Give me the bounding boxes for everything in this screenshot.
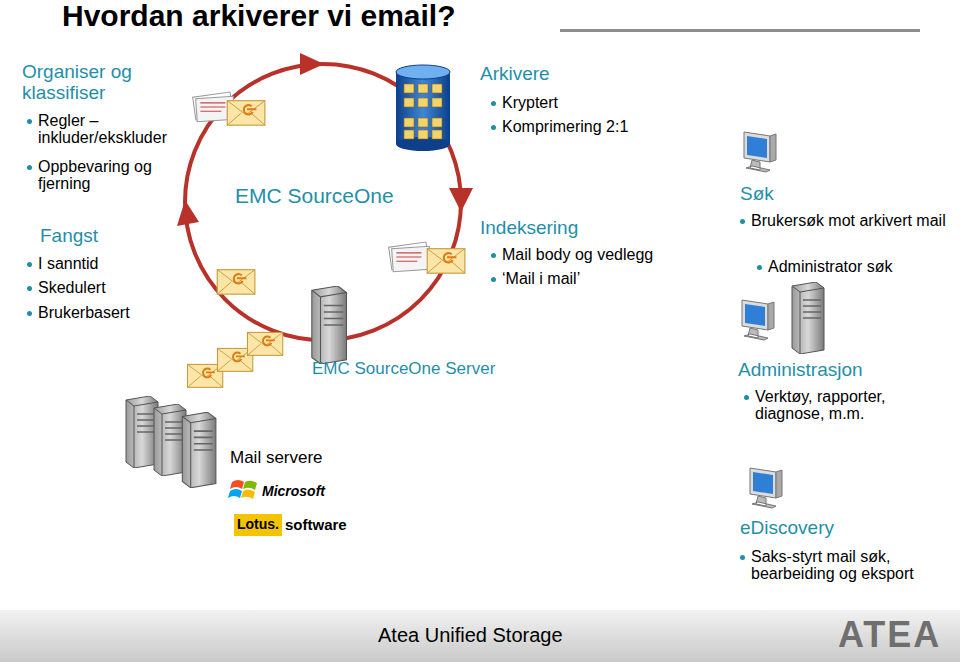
bullet-dot bbox=[491, 101, 496, 106]
bullet-text: Mail body og vedlegg bbox=[490, 246, 653, 263]
label: Microsoft bbox=[262, 484, 325, 499]
bullet-text: Administrator søk bbox=[756, 258, 892, 275]
bullet-text: Skedulert bbox=[26, 279, 106, 296]
bullet-dot bbox=[491, 277, 496, 282]
bullet-dot bbox=[27, 119, 32, 124]
title: Hvordan arkiverer vi email? bbox=[62, 0, 456, 32]
node-title: EMC SourceOne bbox=[235, 185, 394, 208]
section-heading: Søk bbox=[740, 184, 774, 205]
bullet-dot bbox=[27, 262, 32, 267]
section-heading: Fangst bbox=[40, 226, 98, 247]
bullet-dot bbox=[491, 125, 496, 130]
database-icon bbox=[396, 65, 450, 151]
cycle-circle: EMC SourceOne bbox=[185, 64, 461, 340]
section-heading: Indeksering bbox=[480, 218, 578, 239]
microsoft-flag bbox=[228, 480, 257, 499]
bullet-dot bbox=[740, 555, 745, 560]
section-heading: EMC SourceOne Server bbox=[312, 360, 495, 378]
footer-band: Atea Unified Storage ATEA bbox=[0, 610, 960, 662]
bullet-text: Brukerbasert bbox=[26, 304, 130, 321]
bullet-dot bbox=[740, 219, 745, 224]
section-heading: Organiser og klassifiser bbox=[22, 62, 182, 103]
section-heading: Arkivere bbox=[480, 64, 550, 85]
bullet-text: Kryptert bbox=[490, 94, 558, 111]
label: Lotus. bbox=[237, 517, 279, 532]
bullet-text: Regler – inkluder/ekskluder bbox=[26, 112, 210, 147]
label: Mail servere bbox=[230, 449, 323, 467]
bullet-text: ‘Mail i mail’ bbox=[490, 270, 580, 287]
bullet-dot bbox=[27, 311, 32, 316]
logo-text: ATEA bbox=[838, 616, 941, 655]
section-heading: Administrasjon bbox=[738, 360, 863, 381]
label: software bbox=[285, 517, 347, 533]
node-title: Atea Unified Storage bbox=[378, 625, 563, 647]
bullet-text: Brukersøk mot arkivert mail bbox=[739, 212, 955, 229]
bullet-text: I sanntid bbox=[26, 255, 98, 272]
bullet-dot bbox=[491, 253, 496, 258]
bullet-dot bbox=[757, 265, 762, 270]
section-heading: eDiscovery bbox=[740, 518, 834, 539]
bullet-dot bbox=[744, 395, 749, 400]
bullet-text: Komprimering 2:1 bbox=[490, 118, 628, 135]
bullet-dot bbox=[27, 286, 32, 291]
bullet-text: Oppbevaring og fjerning bbox=[26, 158, 178, 193]
bullet-dot bbox=[27, 165, 32, 170]
bullet-text: Saks-styrt mail søk, bearbeiding og eksp… bbox=[739, 548, 955, 583]
bullet-text: Verktøy, rapporter, diagnose, m.m. bbox=[743, 388, 955, 423]
